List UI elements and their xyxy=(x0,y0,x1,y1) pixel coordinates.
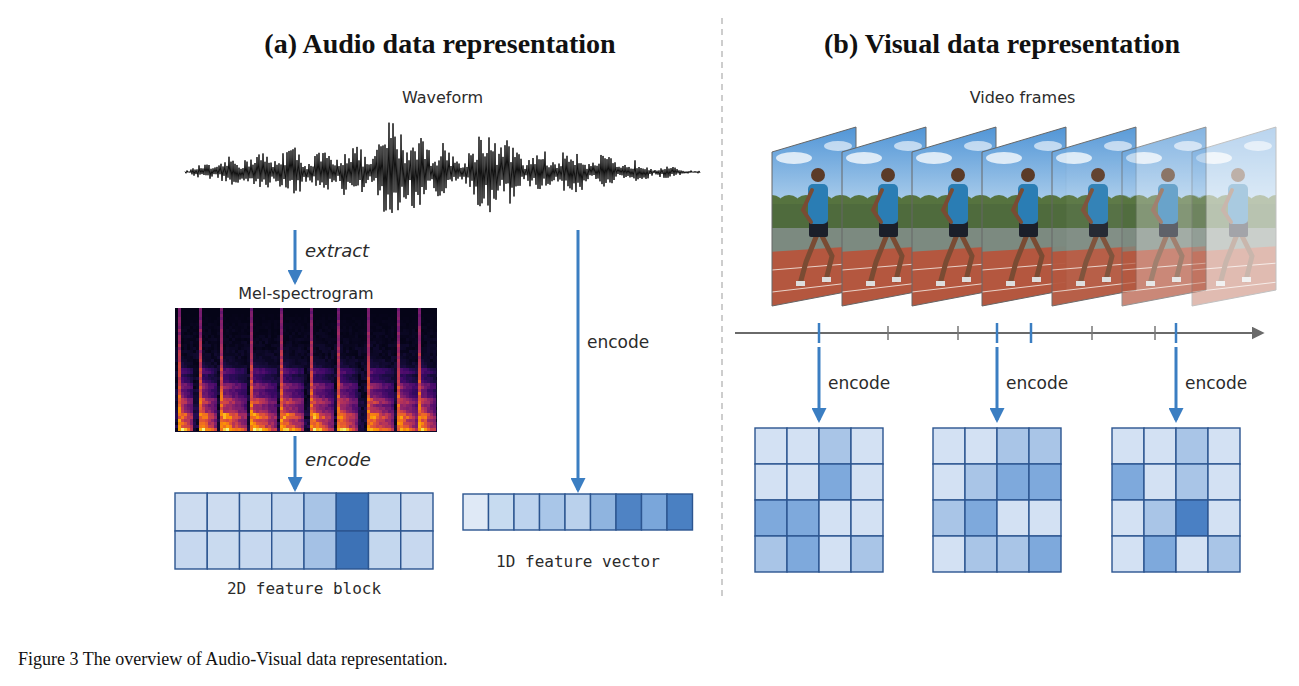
section-heading: (a) Audio data representation xyxy=(264,28,615,60)
node-label: Waveform xyxy=(185,88,700,108)
encode-arrow xyxy=(996,347,999,420)
visual-feature-grid xyxy=(933,428,1061,572)
waveform-box: Waveform xyxy=(185,88,700,228)
flow-arrow xyxy=(577,230,580,490)
visual-feature-grid xyxy=(755,428,883,572)
node-label: Mel-spectrogram xyxy=(175,284,437,304)
time-tick xyxy=(818,323,821,343)
edge-label: encode xyxy=(305,448,371,469)
encode-label: encode xyxy=(1006,373,1068,393)
node-label: 1D feature vector xyxy=(463,552,693,572)
time-tick xyxy=(887,326,889,340)
flow-arrow xyxy=(294,230,297,282)
figure-caption: Figure 3 The overview of Audio-Visual da… xyxy=(18,649,447,670)
encode-arrow xyxy=(1175,347,1178,420)
feature-vector-1d xyxy=(463,494,693,530)
feature-block-2d xyxy=(175,493,433,569)
edge-label: encode xyxy=(587,332,649,352)
time-tick xyxy=(1175,323,1178,343)
encode-arrow xyxy=(818,347,821,420)
time-tick xyxy=(996,323,999,343)
mel-spectrogram-image xyxy=(175,308,437,432)
visual-feature-grid xyxy=(1112,428,1240,572)
flow-arrow xyxy=(294,436,297,489)
feature-block-box: 2D feature block xyxy=(175,491,433,599)
time-tick xyxy=(957,326,959,340)
time-tick xyxy=(1091,326,1093,340)
node-label: Video frames xyxy=(760,88,1285,108)
time-tick xyxy=(1154,326,1156,340)
waveform-plot xyxy=(185,123,700,213)
encode-label: encode xyxy=(828,373,890,393)
spectrogram-box: Mel-spectrogram xyxy=(175,284,437,434)
feature-vector-box: 1D feature vector xyxy=(463,492,693,572)
video-frames-box: Video frames xyxy=(760,88,1285,313)
time-axis xyxy=(735,332,1262,334)
node-label: 2D feature block xyxy=(175,579,433,599)
encode-label: encode xyxy=(1185,373,1247,393)
time-tick xyxy=(1030,323,1033,343)
video-frame xyxy=(1181,120,1288,312)
edge-label: extract xyxy=(305,240,369,261)
section-heading: (b) Visual data representation xyxy=(824,28,1180,60)
section-divider xyxy=(721,18,723,596)
